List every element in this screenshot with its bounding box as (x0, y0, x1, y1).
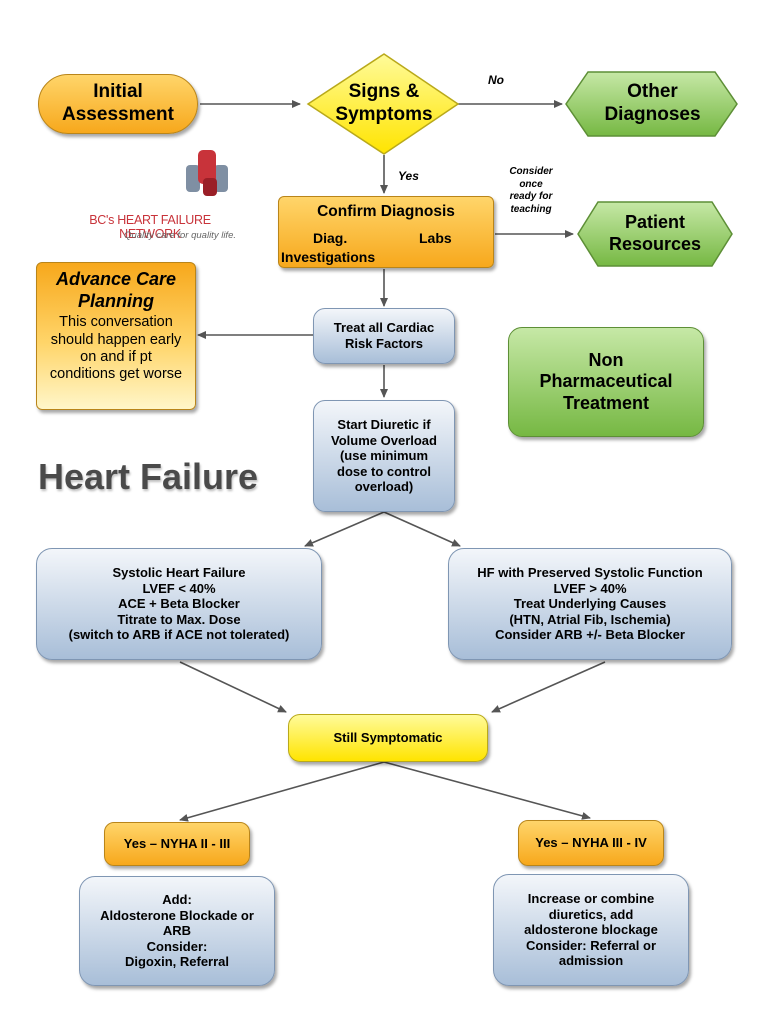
advance-care-title-1: Advance Care (55, 269, 177, 289)
signs-symptoms-diamond (306, 53, 460, 155)
logo-name: BC's HEART FAILURE NETWORK (89, 213, 211, 241)
arrow-systolic-to-still (179, 661, 287, 713)
initial-assessment-line-1: Initial (93, 81, 143, 103)
signs-symptoms-node: Signs & Symptoms (318, 72, 450, 136)
page-title: Heart Failure (38, 456, 259, 497)
arrow-diuretic-to-systolic (304, 511, 385, 547)
advance-care-body-1: This conversation (59, 314, 173, 331)
patient-resources-node: Patient Resources (585, 204, 725, 264)
treat-risk-line-1: Treat all Cardiac (333, 320, 435, 336)
increase-line-2: diuretics, add (548, 906, 634, 922)
increase-line-3: aldosterone blockage (524, 922, 658, 938)
nyha-3-4-node: Yes – NYHA III - IV (518, 820, 664, 866)
add-line-1: Add: (162, 892, 192, 908)
initial-assessment-node: Initial Assessment (38, 74, 198, 134)
advance-care-body-3: on and if pt (80, 348, 152, 365)
advance-care-body-4: conditions get worse (49, 366, 183, 383)
preserved-line-4: (HTN, Atrial Fib, Ischemia) (509, 611, 671, 627)
systolic-line-2: LVEF < 40% (142, 580, 216, 596)
patient-resources-line-1: Patient (624, 212, 685, 233)
nyha-2-3-text: Yes – NYHA II - III (123, 836, 231, 852)
edge-label-yes: Yes (398, 169, 419, 183)
add-line-5: Digoxin, Referral (124, 954, 230, 970)
consider-line-4: teaching (510, 203, 552, 215)
patient-resources-line-2: Resources (608, 234, 702, 254)
logo-tagline: Quality care for quality life. (124, 230, 236, 241)
signs-symptoms-line-2: Symptoms (335, 104, 433, 125)
other-diagnoses-line-2: Diagnoses (604, 104, 701, 125)
arrow-still-to-nyha34 (383, 761, 591, 820)
nyha-2-3-node: Yes – NYHA II - III (104, 822, 250, 866)
add-line-3: ARB (162, 923, 192, 939)
confirm-diagnosis-title: Confirm Diagnosis (317, 203, 455, 220)
preserved-line-2: LVEF > 40% (553, 580, 627, 596)
systolic-line-4: Titrate to Max. Dose (117, 611, 241, 627)
systolic-line-5: (switch to ARB if ACE not tolerated) (68, 627, 290, 643)
diuretic-line-1: Start Diuretic if (337, 417, 431, 433)
increase-line-1: Increase or combine (527, 891, 655, 907)
increase-diuretics-node: Increase or combine diuretics, add aldos… (493, 874, 689, 986)
other-diagnoses-node: Other Diagnoses (570, 74, 735, 134)
start-diuretic-node: Start Diuretic if Volume Overload (use m… (313, 400, 455, 512)
non-pharm-line-1: Non (588, 349, 624, 370)
systolic-line-1: Systolic Heart Failure (112, 565, 246, 581)
diuretic-line-5: overload) (354, 479, 414, 495)
heart-network-logo-icon (186, 150, 228, 196)
signs-symptoms-line-1: Signs & (348, 81, 420, 103)
increase-line-5: admission (558, 953, 624, 969)
add-aldosterone-node: Add: Aldosterone Blockade or ARB Conside… (79, 876, 275, 986)
add-line-2: Aldosterone Blockade or (100, 907, 254, 923)
diuretic-line-2: Volume Overload (331, 432, 437, 448)
non-pharm-line-3: Treatment (562, 392, 650, 413)
advance-care-body-2: should happen early (50, 331, 182, 348)
initial-assessment-line-2: Assessment (62, 104, 174, 125)
non-pharm-line-2: Pharmaceutical (539, 371, 673, 392)
increase-line-4: Consider: Referral or (525, 937, 657, 953)
diuretic-line-3: (use minimum (339, 448, 429, 464)
advance-care-planning-node: Advance Care Planning This conversation … (36, 262, 196, 410)
confirm-diagnosis-node: Confirm Diagnosis Diag. Labs Investigati… (278, 196, 494, 268)
arrow-preserved-to-still (491, 661, 606, 713)
systolic-heart-failure-node: Systolic Heart Failure LVEF < 40% ACE + … (36, 548, 322, 660)
edge-label-no: No (488, 73, 504, 87)
nyha-3-4-text: Yes – NYHA III - IV (535, 835, 647, 851)
diuretic-line-4: dose to control (337, 463, 431, 479)
confirm-diagnosis-diag: Diag. (313, 230, 348, 246)
other-diagnoses-hexagon (565, 71, 738, 137)
non-pharmaceutical-node: Non Pharmaceutical Treatment (508, 327, 704, 437)
still-symptomatic-text: Still Symptomatic (333, 730, 443, 746)
still-symptomatic-node: Still Symptomatic (288, 714, 488, 762)
add-line-4: Consider: (146, 938, 208, 954)
consider-line-2: once (519, 178, 543, 190)
preserved-line-5: Consider ARB +/- Beta Blocker (495, 627, 685, 643)
advance-care-title-2: Planning (78, 290, 154, 311)
systolic-line-3: ACE + Beta Blocker (118, 596, 240, 612)
treat-risk-factors-node: Treat all Cardiac Risk Factors (313, 308, 455, 364)
edge-label-consider: Consider once ready for teaching (500, 166, 562, 216)
preserved-systolic-node: HF with Preserved Systolic Function LVEF… (448, 548, 732, 660)
arrow-still-to-nyha23 (179, 761, 385, 822)
consider-line-3: ready for (509, 191, 553, 202)
treat-risk-line-2: Risk Factors (344, 336, 424, 351)
other-diagnoses-line-1: Other (627, 81, 678, 103)
arrow-diuretic-to-preserved (383, 511, 461, 547)
patient-resources-hexagon (577, 201, 733, 267)
preserved-line-3: Treat Underlying Causes (513, 596, 667, 612)
preserved-line-1: HF with Preserved Systolic Function (477, 565, 703, 581)
consider-line-1: Consider (509, 166, 553, 177)
confirm-diagnosis-labs: Labs (419, 230, 452, 246)
confirm-diagnosis-investigations: Investigations (281, 249, 376, 265)
